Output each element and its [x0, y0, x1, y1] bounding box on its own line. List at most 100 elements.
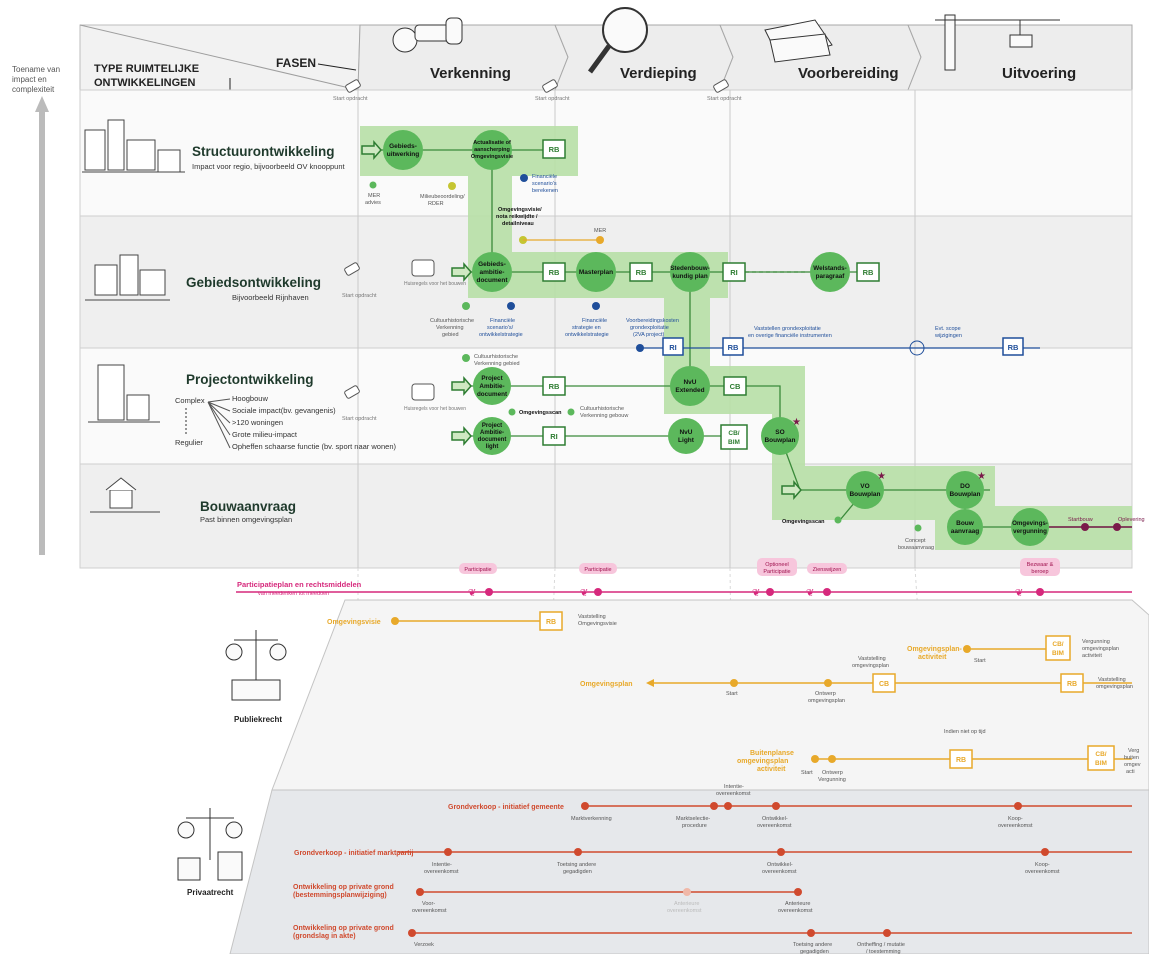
track-dot	[581, 802, 589, 810]
star-icon: ★	[977, 471, 986, 482]
rabbit-icons: ❦ ❦ ❦ ❦ ❦	[468, 588, 1023, 599]
complexity-bottom: Regulier	[175, 438, 203, 447]
node-label: Omgevings-vergunning	[1012, 520, 1048, 535]
participant-icon: ❦	[580, 588, 588, 599]
flow-band	[360, 126, 1132, 550]
omgevingsvisie-label: Omgevingsvisie	[327, 619, 381, 626]
privaatrecht-label: Privaatrecht	[187, 888, 234, 897]
complexity-item-1: Hoogbouw	[232, 394, 268, 403]
bestemming-label: Ontwikkeling op private grond(bestemming…	[293, 884, 394, 899]
activiteit-cbbim-box	[1045, 635, 1071, 661]
omgevingsplan-dot	[730, 679, 738, 687]
row-band-3	[79, 347, 1133, 465]
huisregels-2: Huisregels voor het bouwen	[404, 406, 466, 412]
box-text: RB	[549, 382, 560, 391]
node-masterplan: Masterplan	[576, 252, 616, 292]
buitenplanse-rb: RB	[956, 757, 966, 764]
gavel-icon	[542, 79, 558, 93]
omgevingsplan-rb: RB	[1067, 681, 1077, 688]
activiteit-cbbim: CB/BIM	[1052, 641, 1064, 657]
marktselectie: Marktselectie-procedure	[676, 816, 710, 829]
node-circle	[761, 417, 799, 455]
header-diagonal	[79, 24, 359, 91]
note-dot-orange	[596, 236, 604, 244]
participation-subtitle: van meedenken tot meedoen	[258, 591, 329, 597]
publiekrecht-label: Publiekrecht	[234, 715, 282, 724]
box-text: CB	[730, 382, 741, 391]
tag-text: Zienswijzen	[813, 567, 842, 573]
node-circle	[472, 252, 512, 292]
buitenplanse-start: Start	[801, 770, 813, 776]
node-label: Gebieds-ambitie-document	[476, 261, 508, 284]
note-omgevingsscan-1: Omgevingsscan	[519, 410, 562, 416]
gavel-icon	[344, 262, 360, 276]
box-text: RB	[728, 343, 739, 352]
grondverkoop-marktpartij: Grondverkoop - initiatief marktpartij In…	[294, 848, 1132, 875]
huisregels-1: Huisregels voor het bouwen	[404, 281, 466, 287]
start-opdracht-2: Start opdracht	[535, 96, 570, 102]
buitenplanse-dot	[828, 755, 836, 763]
box-text: RI	[550, 432, 558, 441]
phase-label-4: Uitvoering	[1002, 65, 1076, 82]
house-sketch-icon	[90, 477, 160, 513]
box-text: CB/BIM	[728, 430, 740, 446]
box-rb-blue: RB	[1002, 337, 1024, 356]
node-label: Gebieds-uitwerking	[387, 143, 420, 158]
phase-label-2: Verdieping	[620, 65, 697, 82]
startbouw-dot	[1081, 523, 1089, 531]
koop-2: Koop-overeenkomst	[1025, 862, 1060, 875]
note-milieu: Milieubeoordeling/RDER	[420, 194, 465, 207]
note-dot	[462, 302, 470, 310]
track-dot	[883, 929, 891, 937]
omgevingsplan-rb-box	[1060, 673, 1084, 693]
start-opdracht-3: Start opdracht	[707, 96, 742, 102]
activiteit-dot	[963, 645, 971, 653]
track-dot	[416, 888, 424, 896]
track-dot	[724, 802, 732, 810]
track-dot	[408, 929, 416, 937]
node-circle	[473, 417, 511, 455]
oplevering-dot	[1113, 523, 1121, 531]
publiekrecht: Publiekrecht Omgevingsvisie RB Vaststell…	[225, 599, 1149, 791]
participation: Participatieplan en rechtsmiddelen van m…	[236, 558, 1132, 599]
node-circle	[947, 509, 983, 545]
note-mer: MER	[594, 228, 606, 234]
box-cb: CB	[723, 376, 747, 396]
grond-markt-label: Grondverkoop - initiatief marktpartij	[294, 850, 413, 857]
node-circle	[668, 418, 704, 454]
project-sketch-icon	[88, 364, 160, 423]
star-icon: ★	[877, 471, 886, 482]
node-omgevingsvergunning: Omgevings-vergunning	[1011, 508, 1049, 546]
buitenplanse-cbbim: CB/BIM	[1095, 751, 1107, 767]
participant-icon: ❦	[752, 588, 760, 599]
huisregels-sketch-icon	[411, 259, 435, 277]
omgevingsplan-dot	[824, 679, 832, 687]
ontwikkel-2: Ontwikkel-overeenkomst	[762, 862, 797, 875]
note-dot-blue	[592, 302, 600, 310]
row-title-4: Bouwaanvraag	[200, 499, 296, 514]
box-rb-blue: RB	[722, 337, 744, 356]
note-startbouw: Startbouw	[1068, 517, 1093, 523]
entry-arrow-1	[361, 140, 382, 160]
box-text: RB	[549, 145, 560, 154]
node-label: Stedenbouw-kundig plan	[670, 265, 710, 280]
gavel-icon	[344, 385, 360, 399]
node-circle	[810, 252, 850, 292]
node-circle	[383, 130, 423, 170]
participation-dots	[485, 588, 1044, 596]
